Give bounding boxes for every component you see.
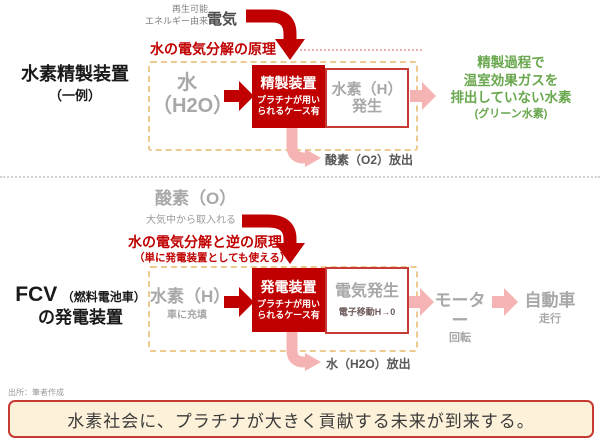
water-line1: 水 (177, 72, 197, 94)
renewable-energy-label: 再生可能 エネルギー由来 (138, 4, 208, 27)
principle-dotted-line (300, 49, 422, 51)
motor-to-car-arrow (492, 288, 518, 316)
purification-device-label: 精製装置 (260, 75, 317, 92)
section2-title-line2: の発電装置 (38, 308, 123, 328)
fcv-paren-label: （燃料電池車） (61, 290, 146, 304)
electricity-label: 電気 (207, 11, 238, 28)
platinum-note-line2: られるケース有 (257, 106, 320, 117)
gen-platinum-note-line1: プラチナが用い (256, 298, 320, 309)
water-release-label: 水（H2O）放出 (326, 357, 411, 371)
conclusion-banner: 水素社会に、プラチナが大きく貢献する未来が到来する。 (8, 400, 594, 438)
electron-transfer-note: 電子移動H→0 (338, 306, 396, 317)
hydrogen-output-line1: 水素（H） (331, 80, 403, 98)
green-line4: (グリーン水素) (474, 107, 548, 120)
water-line2: （H2O） (152, 95, 234, 117)
purification-device-box: 精製装置 プラチナが用い られるケース有 (252, 65, 325, 128)
oxygen-intake-note: 大気中から取入れる (146, 215, 236, 226)
fcv-label: FCV (15, 283, 58, 306)
hydrogen-fill-note: 車に充填 (167, 309, 207, 321)
oxygen-release-label: 酸素（O2）放出 (325, 153, 414, 167)
section1-title-note: （一例） (48, 87, 101, 103)
section2-title: FCV （燃料電池車） の発電装置 (8, 282, 153, 329)
electrolysis-principle-label: 水の電気分解の原理 (150, 41, 276, 57)
electricity-output-label: 電気発生 (334, 283, 399, 301)
car-text: 自動車 (524, 291, 576, 310)
generation-device-label: 発電装置 (260, 278, 317, 295)
renewable-line2: エネルギー由来 (144, 15, 208, 26)
hydrogen-output-text: 水素（H） 発生 (332, 81, 403, 116)
motor-text: モーター (434, 291, 486, 330)
green-hydrogen-result: 精製過程で 温室効果ガスを 排出していない水素 (グリーン水素) (425, 54, 597, 121)
car-note: 走行 (539, 312, 561, 325)
reverse-principle-label: 水の電気分解と逆の原理 (128, 234, 282, 250)
green-line3: 排出していない水素 (450, 90, 572, 106)
source-note: 出所：筆者作成 (8, 388, 64, 397)
renewable-line1: 再生可能 (171, 4, 208, 14)
gen-platinum-note-line2: られるケース有 (257, 309, 320, 320)
hydrogen-output-line2: 発生 (351, 98, 382, 115)
green-line2: 温室効果ガスを (463, 72, 559, 88)
hydrogen-input-text: 水素（H） (150, 287, 231, 306)
motor-label: モーター 回転 (430, 291, 490, 345)
generation-platinum-note: プラチナが用い られるケース有 (257, 299, 320, 322)
motor-note: 回転 (449, 332, 471, 345)
section1-title-text: 水素精製装置 (21, 64, 129, 84)
hydrogen-output-box: 水素（H） 発生 (325, 68, 409, 128)
reverse-principle-note: （単に発電装置としても使える） (134, 252, 291, 264)
platinum-note-line1: プラチナが用い (256, 95, 320, 106)
section1-title: 水素精製装置 （一例） (10, 64, 140, 103)
hydrogen-input-label: 水素（H） 車に充填 (150, 287, 231, 321)
purification-platinum-note: プラチナが用い られるケース有 (257, 95, 320, 118)
electricity-output-box: 電気発生 電子移動H→0 (325, 267, 409, 334)
conclusion-text: 水素社会に、プラチナが大きく貢献する未来が到来する。 (67, 411, 535, 431)
oxygen-input-label: 酸素（O） (155, 189, 237, 208)
water-input-label: 水 （H2O） (152, 72, 234, 118)
green-line1: 精製過程で (477, 55, 545, 70)
car-label: 自動車 走行 (522, 291, 578, 325)
generation-device-box: 発電装置 プラチナが用い られるケース有 (252, 268, 325, 332)
section-divider (0, 176, 600, 178)
